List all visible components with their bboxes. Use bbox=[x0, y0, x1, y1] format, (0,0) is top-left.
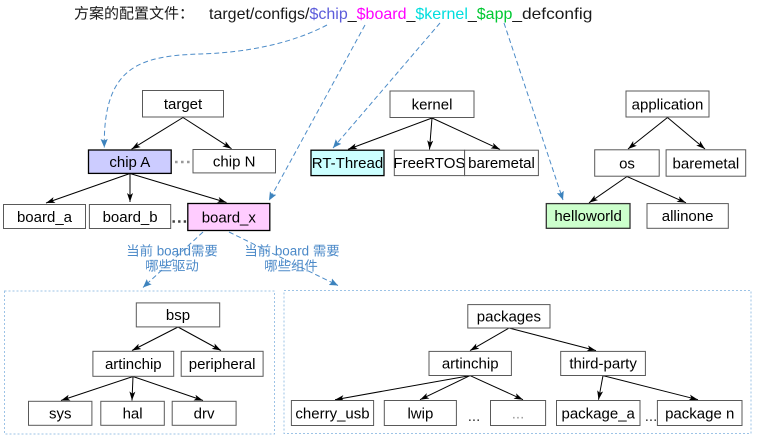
svg-text:board_x: board_x bbox=[202, 209, 257, 226]
svg-text:baremetal: baremetal bbox=[468, 155, 535, 172]
svg-text:...: ... bbox=[645, 408, 658, 425]
svg-text:peripheral: peripheral bbox=[189, 356, 256, 373]
svg-text:board_b: board_b bbox=[103, 209, 158, 226]
svg-text:board_a: board_a bbox=[17, 209, 73, 226]
svg-text:kernel: kernel bbox=[412, 97, 453, 114]
svg-text:helloworld: helloworld bbox=[554, 208, 622, 225]
svg-text:hal: hal bbox=[123, 406, 143, 423]
svg-text:os: os bbox=[619, 155, 635, 172]
svg-text:baremetal: baremetal bbox=[673, 155, 740, 172]
svg-text:lwip: lwip bbox=[407, 405, 433, 422]
svg-text:...: ... bbox=[512, 405, 525, 422]
svg-text:...: ... bbox=[468, 408, 481, 425]
svg-text:artinchip: artinchip bbox=[442, 356, 499, 373]
svg-text:allinone: allinone bbox=[662, 208, 714, 225]
svg-text:artinchip: artinchip bbox=[105, 356, 162, 373]
svg-text:packages: packages bbox=[477, 309, 541, 326]
svg-text:application: application bbox=[632, 96, 704, 113]
svg-text:cherry_usb: cherry_usb bbox=[295, 405, 369, 422]
svg-text:target/configs/$chip_$board_$k: target/configs/$chip_$board_$kernel_$app… bbox=[209, 6, 592, 23]
svg-text:chip A: chip A bbox=[109, 154, 150, 171]
svg-text:sys: sys bbox=[49, 406, 72, 423]
svg-text:chip N: chip N bbox=[213, 154, 256, 171]
svg-text:target: target bbox=[164, 96, 203, 113]
svg-text:package_a: package_a bbox=[561, 405, 635, 422]
svg-text:RT-Thread: RT-Thread bbox=[312, 155, 383, 172]
svg-text:board: board bbox=[157, 244, 191, 259]
svg-text:board: board bbox=[275, 244, 309, 259]
svg-text:FreeRTOS: FreeRTOS bbox=[393, 155, 465, 172]
svg-text:drv: drv bbox=[194, 406, 215, 423]
svg-text:bsp: bsp bbox=[166, 307, 190, 324]
svg-text:third-party: third-party bbox=[569, 356, 637, 373]
svg-text:package n: package n bbox=[665, 405, 734, 422]
